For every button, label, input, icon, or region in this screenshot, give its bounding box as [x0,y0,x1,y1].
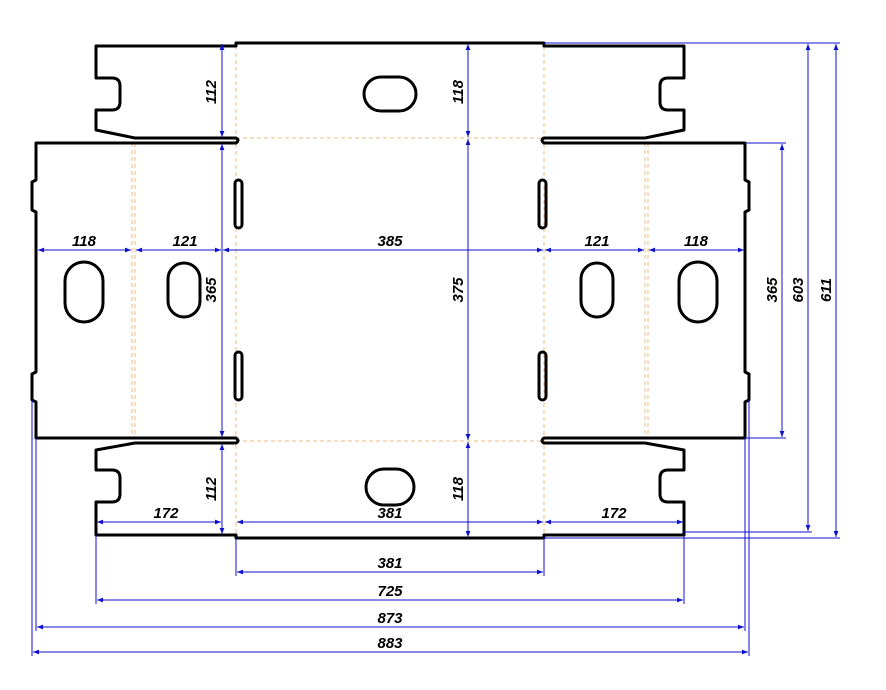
dim-base-height: 375 [450,277,467,303]
dim-left-height: 365 [203,277,220,303]
hand-hole-left-side [166,261,202,319]
dim-right-height: 365 [764,277,781,303]
hand-hole-top [362,75,418,113]
box-outline [30,41,751,540]
dim-overall-height-outer: 611 [818,278,835,302]
dim-right-end-width: 118 [684,233,709,250]
dim-panel-width-lower: 381 [377,555,402,572]
dim-bottom-panel-width: 381 [377,505,402,522]
dim-bottom-left-flap-width: 172 [153,505,179,522]
dim-top-panel-height: 118 [450,79,467,104]
dimension-lines [31,42,840,656]
slot [233,178,244,230]
hand-holes [63,75,719,507]
dim-overall-width: 883 [377,635,403,652]
dim-bottom-right-flap-width: 172 [601,505,627,522]
hand-hole-right-side [579,261,615,319]
hand-hole-left-end [63,260,105,324]
dim-left-side-width: 121 [172,233,197,250]
hand-hole-right-end [677,260,719,324]
dimension-labels: 118 121 385 121 118 112 365 112 118 375 … [72,79,835,652]
dim-bottom-flap-height: 112 [203,476,220,501]
fold-lines [131,46,649,535]
dim-overall-height-inner: 603 [790,277,807,303]
dim-base-width: 385 [377,233,403,250]
dim-right-side-width: 121 [584,233,609,250]
dim-left-end-width: 118 [72,233,97,250]
slot [537,350,548,402]
hand-hole-bottom [364,467,416,507]
dim-top-flap-height: 112 [203,79,220,104]
dim-body-width: 873 [377,610,403,627]
slot [233,350,244,402]
slot [537,178,548,230]
dim-flaps-total-width: 725 [377,583,403,600]
dim-bottom-panel-height: 118 [450,476,467,501]
